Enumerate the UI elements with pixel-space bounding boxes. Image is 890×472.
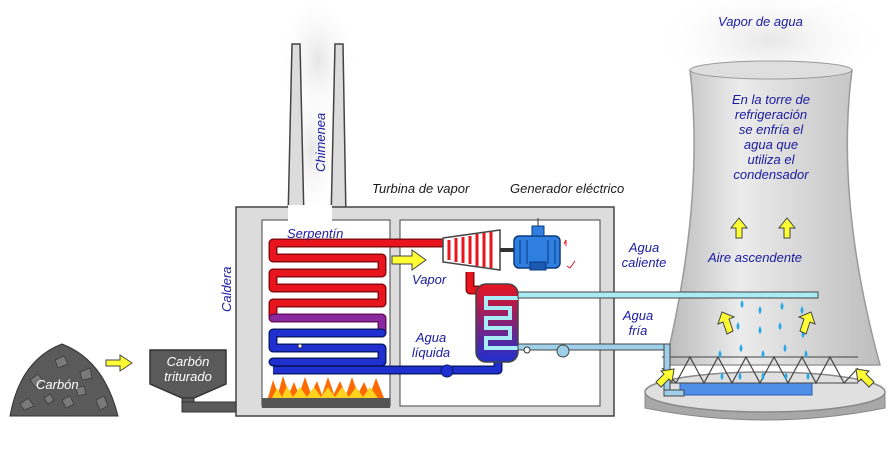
liquid-water-label: Agua líquida xyxy=(406,330,456,360)
liquid-water-line: Agua xyxy=(415,330,447,345)
tower-text-line: refrigeración xyxy=(734,107,808,122)
rising-air-label: Aire ascendente xyxy=(708,250,802,265)
tower-text-line: utiliza el xyxy=(747,152,795,167)
tower-text-line: agua que xyxy=(743,137,799,152)
crushed-coal-label: Carbón triturado xyxy=(150,354,226,384)
hot-water-line: Agua xyxy=(628,240,660,255)
water-vapor-label: Vapor de agua xyxy=(718,14,803,29)
chimney-label: Chimenea xyxy=(313,112,328,172)
serpentine-coil xyxy=(268,238,395,367)
tower-text-line: En la torre de xyxy=(731,92,811,107)
steam-label: Vapor xyxy=(412,272,447,287)
coal-hopper xyxy=(149,349,237,413)
tower-text-line: se enfría el xyxy=(738,122,804,137)
coal-pile xyxy=(9,343,119,417)
cold-water-label: Agua fría xyxy=(618,308,658,338)
cooling-tower xyxy=(644,60,886,421)
electric-generator xyxy=(513,218,576,271)
tower-description: En la torre de refrigeración se enfría e… xyxy=(700,92,842,182)
generator-label: Generador eléctrico xyxy=(510,181,625,196)
serpentine-label: Serpentín xyxy=(287,226,344,241)
hot-water-line: caliente xyxy=(621,255,667,270)
liquid-water-line: líquida xyxy=(411,345,451,360)
turbine-label: Turbina de vapor xyxy=(372,181,470,196)
condenser-line: Conden- xyxy=(524,308,574,323)
cold-water-line: fría xyxy=(628,323,648,338)
cold-water-line: Agua xyxy=(622,308,654,323)
condenser-line: sador xyxy=(530,323,563,338)
air-flow-arrows xyxy=(655,217,875,388)
boiler-label: Caldera xyxy=(219,266,234,312)
condenser-label: Conden- sador xyxy=(524,308,574,338)
flames xyxy=(268,376,384,398)
flow-arrows xyxy=(105,249,427,372)
crushed-coal-line: triturado xyxy=(164,369,212,384)
hot-water-label: Agua caliente xyxy=(620,240,668,270)
condenser xyxy=(475,283,519,363)
crushed-coal-line: Carbón xyxy=(166,354,210,369)
coal-label: Carbón xyxy=(36,377,79,392)
tower-text-line: condensador xyxy=(733,167,809,182)
